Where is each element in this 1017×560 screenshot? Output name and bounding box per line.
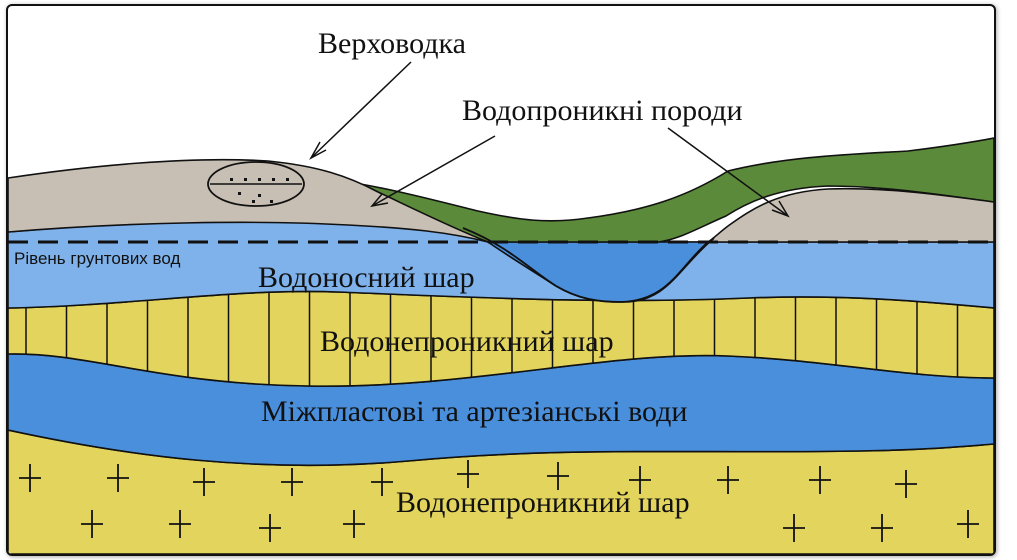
plus-mark: [629, 466, 651, 494]
vegetation-cover: [347, 137, 994, 243]
plus-mark: [19, 464, 41, 492]
plus-mark: [457, 460, 479, 488]
label-aquifer: Водоносний шар: [258, 261, 475, 294]
impermeable-plus-marks: [19, 460, 979, 542]
plus-mark: [343, 510, 365, 538]
plus-mark: [169, 510, 191, 538]
label-groundwater-level: Рівень грунтових вод: [14, 249, 180, 268]
plus-mark: [81, 510, 103, 538]
plus-mark: [717, 466, 739, 494]
lens-dot: [238, 192, 241, 195]
plus-mark: [547, 462, 569, 490]
lens-dot: [270, 200, 273, 203]
label-impermeable-lower: Водонепроникний шар: [396, 486, 690, 519]
plus-mark: [371, 468, 393, 496]
lens-dot: [286, 178, 289, 181]
lens-dot: [230, 178, 233, 181]
plus-mark: [259, 514, 281, 542]
valley-outline: [462, 227, 715, 303]
label-arrows: [309, 61, 790, 218]
plus-mark: [193, 468, 215, 496]
label-perched-water: Верховодка: [318, 27, 466, 60]
diagram-frame: Верховодка Водопроникні породи Рівень гр…: [6, 4, 996, 556]
label-permeable-rocks: Водопроникні породи: [462, 94, 743, 127]
plus-mark: [783, 514, 805, 542]
label-impermeable-upper: Водонепроникний шар: [320, 325, 614, 358]
lens-dot: [258, 194, 261, 197]
plus-mark: [957, 510, 979, 538]
lens-dot: [244, 178, 247, 181]
plus-mark: [895, 470, 917, 498]
plus-mark: [809, 466, 831, 494]
groundwater-diagram: Верховодка Водопроникні породи Рівень гр…: [8, 27, 994, 554]
lens-dot: [252, 200, 255, 203]
plus-mark: [107, 464, 129, 492]
plus-mark: [871, 514, 893, 542]
plus-mark: [281, 468, 303, 496]
lens-dot: [272, 178, 275, 181]
perched-water-lens: [207, 161, 305, 207]
label-interstratal-waters: Міжпластові та артезіанські води: [261, 395, 688, 428]
lens-dot: [258, 178, 261, 181]
